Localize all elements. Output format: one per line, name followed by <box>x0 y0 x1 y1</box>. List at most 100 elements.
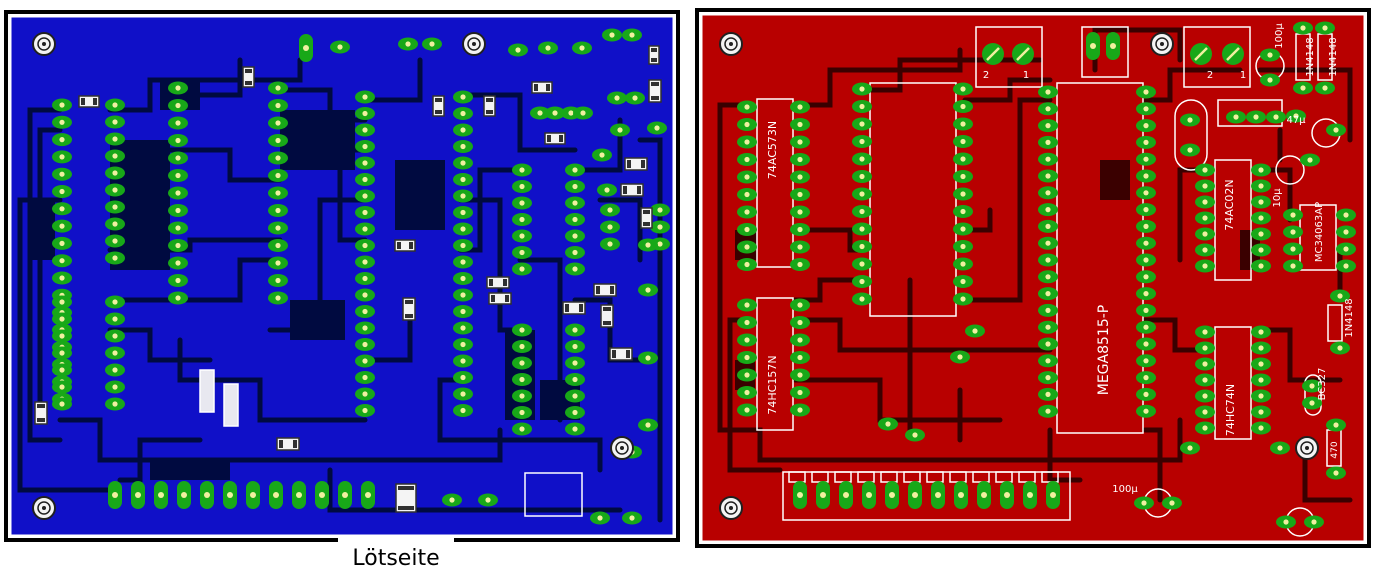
pad-drill <box>1143 375 1149 381</box>
pad-drill <box>59 102 65 108</box>
pad-drill <box>1343 246 1349 252</box>
pad-drill <box>629 32 635 38</box>
pad-drill <box>1202 377 1208 383</box>
pad-drill <box>1202 361 1208 367</box>
pad-drill <box>960 261 966 267</box>
capacitor-outline <box>1275 155 1305 185</box>
pad-drill <box>429 41 435 47</box>
pad-drill <box>460 275 466 282</box>
smd-terminal <box>651 58 657 62</box>
pad-drill <box>296 492 302 498</box>
pad-drill <box>59 401 65 407</box>
pad-drill <box>1045 156 1051 162</box>
pad-drill <box>59 299 65 305</box>
pad-drill <box>1309 400 1315 406</box>
pad-drill <box>1045 307 1051 313</box>
pad-drill <box>460 160 466 166</box>
pad-drill <box>181 492 187 498</box>
pad-drill <box>889 492 895 498</box>
smd-terminal <box>579 304 583 312</box>
pad-drill <box>859 86 865 92</box>
pad-drill <box>1273 114 1279 120</box>
pad-drill <box>960 191 966 197</box>
pad-drill <box>1090 43 1096 49</box>
pad-drill <box>519 216 525 223</box>
pad-drill <box>1143 257 1149 263</box>
pad-drill <box>362 94 368 100</box>
pad-drill <box>744 389 750 396</box>
pad-drill <box>579 45 585 51</box>
pad-drill <box>59 223 65 229</box>
pad-drill <box>112 333 118 339</box>
pad-drill <box>885 421 891 427</box>
pad-drill <box>935 492 941 498</box>
pad-drill <box>960 226 966 232</box>
smd-terminal <box>435 98 442 102</box>
pad-drill <box>59 154 65 160</box>
pad-drill <box>1045 223 1051 229</box>
pad-drill <box>405 41 411 47</box>
pad-drill <box>112 119 118 125</box>
pad-drill <box>112 401 118 407</box>
pad-drill <box>572 409 578 416</box>
smd-part <box>648 45 660 65</box>
pad-drill <box>1143 190 1149 196</box>
smd-terminal <box>491 295 495 302</box>
pad-drill <box>607 241 613 247</box>
ic-label-74ac573n: 74AC573N <box>766 121 779 179</box>
pad-drill <box>1290 229 1296 235</box>
pad-drill <box>572 167 578 173</box>
pad-drill <box>797 337 803 343</box>
mounting-hole-ring <box>724 37 738 51</box>
pad-drill <box>112 367 118 373</box>
pad-drill <box>1143 139 1149 145</box>
pad-drill <box>545 45 551 51</box>
value-label-cap-10: 10µ <box>1272 188 1283 208</box>
mounting-hole-center <box>729 42 733 46</box>
pad-drill <box>449 497 455 503</box>
pad-drill <box>204 492 210 498</box>
pad-drill <box>519 409 525 416</box>
smd-terminal <box>279 440 283 448</box>
pad-drill <box>797 104 803 110</box>
pad-drill <box>607 224 613 230</box>
pad-drill <box>1202 345 1208 351</box>
smd-part <box>242 66 255 88</box>
pad-drill <box>797 261 803 268</box>
smd-terminal <box>245 69 252 73</box>
smd-terminal <box>37 404 45 408</box>
pad-drill <box>1202 199 1208 205</box>
value-label-transistor: BC327 <box>1317 368 1328 401</box>
pad-drill <box>362 275 368 282</box>
pad-drill <box>1258 329 1264 335</box>
pad-drill <box>552 110 558 116</box>
terminal-block-outline <box>1183 26 1251 88</box>
pad-drill <box>362 176 368 183</box>
pad-drill <box>572 393 578 399</box>
pad-drill <box>175 260 181 266</box>
pad-drill <box>1343 229 1349 235</box>
ic-outline-74ac02n <box>1214 159 1252 281</box>
smd-terminal <box>398 506 414 510</box>
smd-terminal <box>559 135 563 142</box>
pad-drill <box>519 167 525 173</box>
pad-drill <box>1290 212 1296 218</box>
pad-drill <box>1333 422 1339 428</box>
pad-drill <box>460 358 466 364</box>
pad-drill <box>1202 425 1208 431</box>
ic-label-74hc74n: 74HC74N <box>1224 384 1237 436</box>
pad-drill <box>175 242 181 249</box>
value-label-cap-47: 47µ <box>1286 115 1306 126</box>
pad-drill <box>960 208 966 215</box>
pad-drill <box>797 354 803 361</box>
pad-drill <box>1258 393 1264 399</box>
jumper-outline <box>1081 26 1129 78</box>
ic-label-74ac02n: 74AC02N <box>1223 179 1236 230</box>
terminal-screw <box>1194 47 1208 61</box>
pad-drill <box>515 47 521 53</box>
pad-drill <box>519 266 525 272</box>
pad-drill <box>275 242 281 249</box>
pad-drill <box>175 207 181 214</box>
pad-drill <box>1045 106 1051 112</box>
smd-terminal <box>489 279 493 286</box>
